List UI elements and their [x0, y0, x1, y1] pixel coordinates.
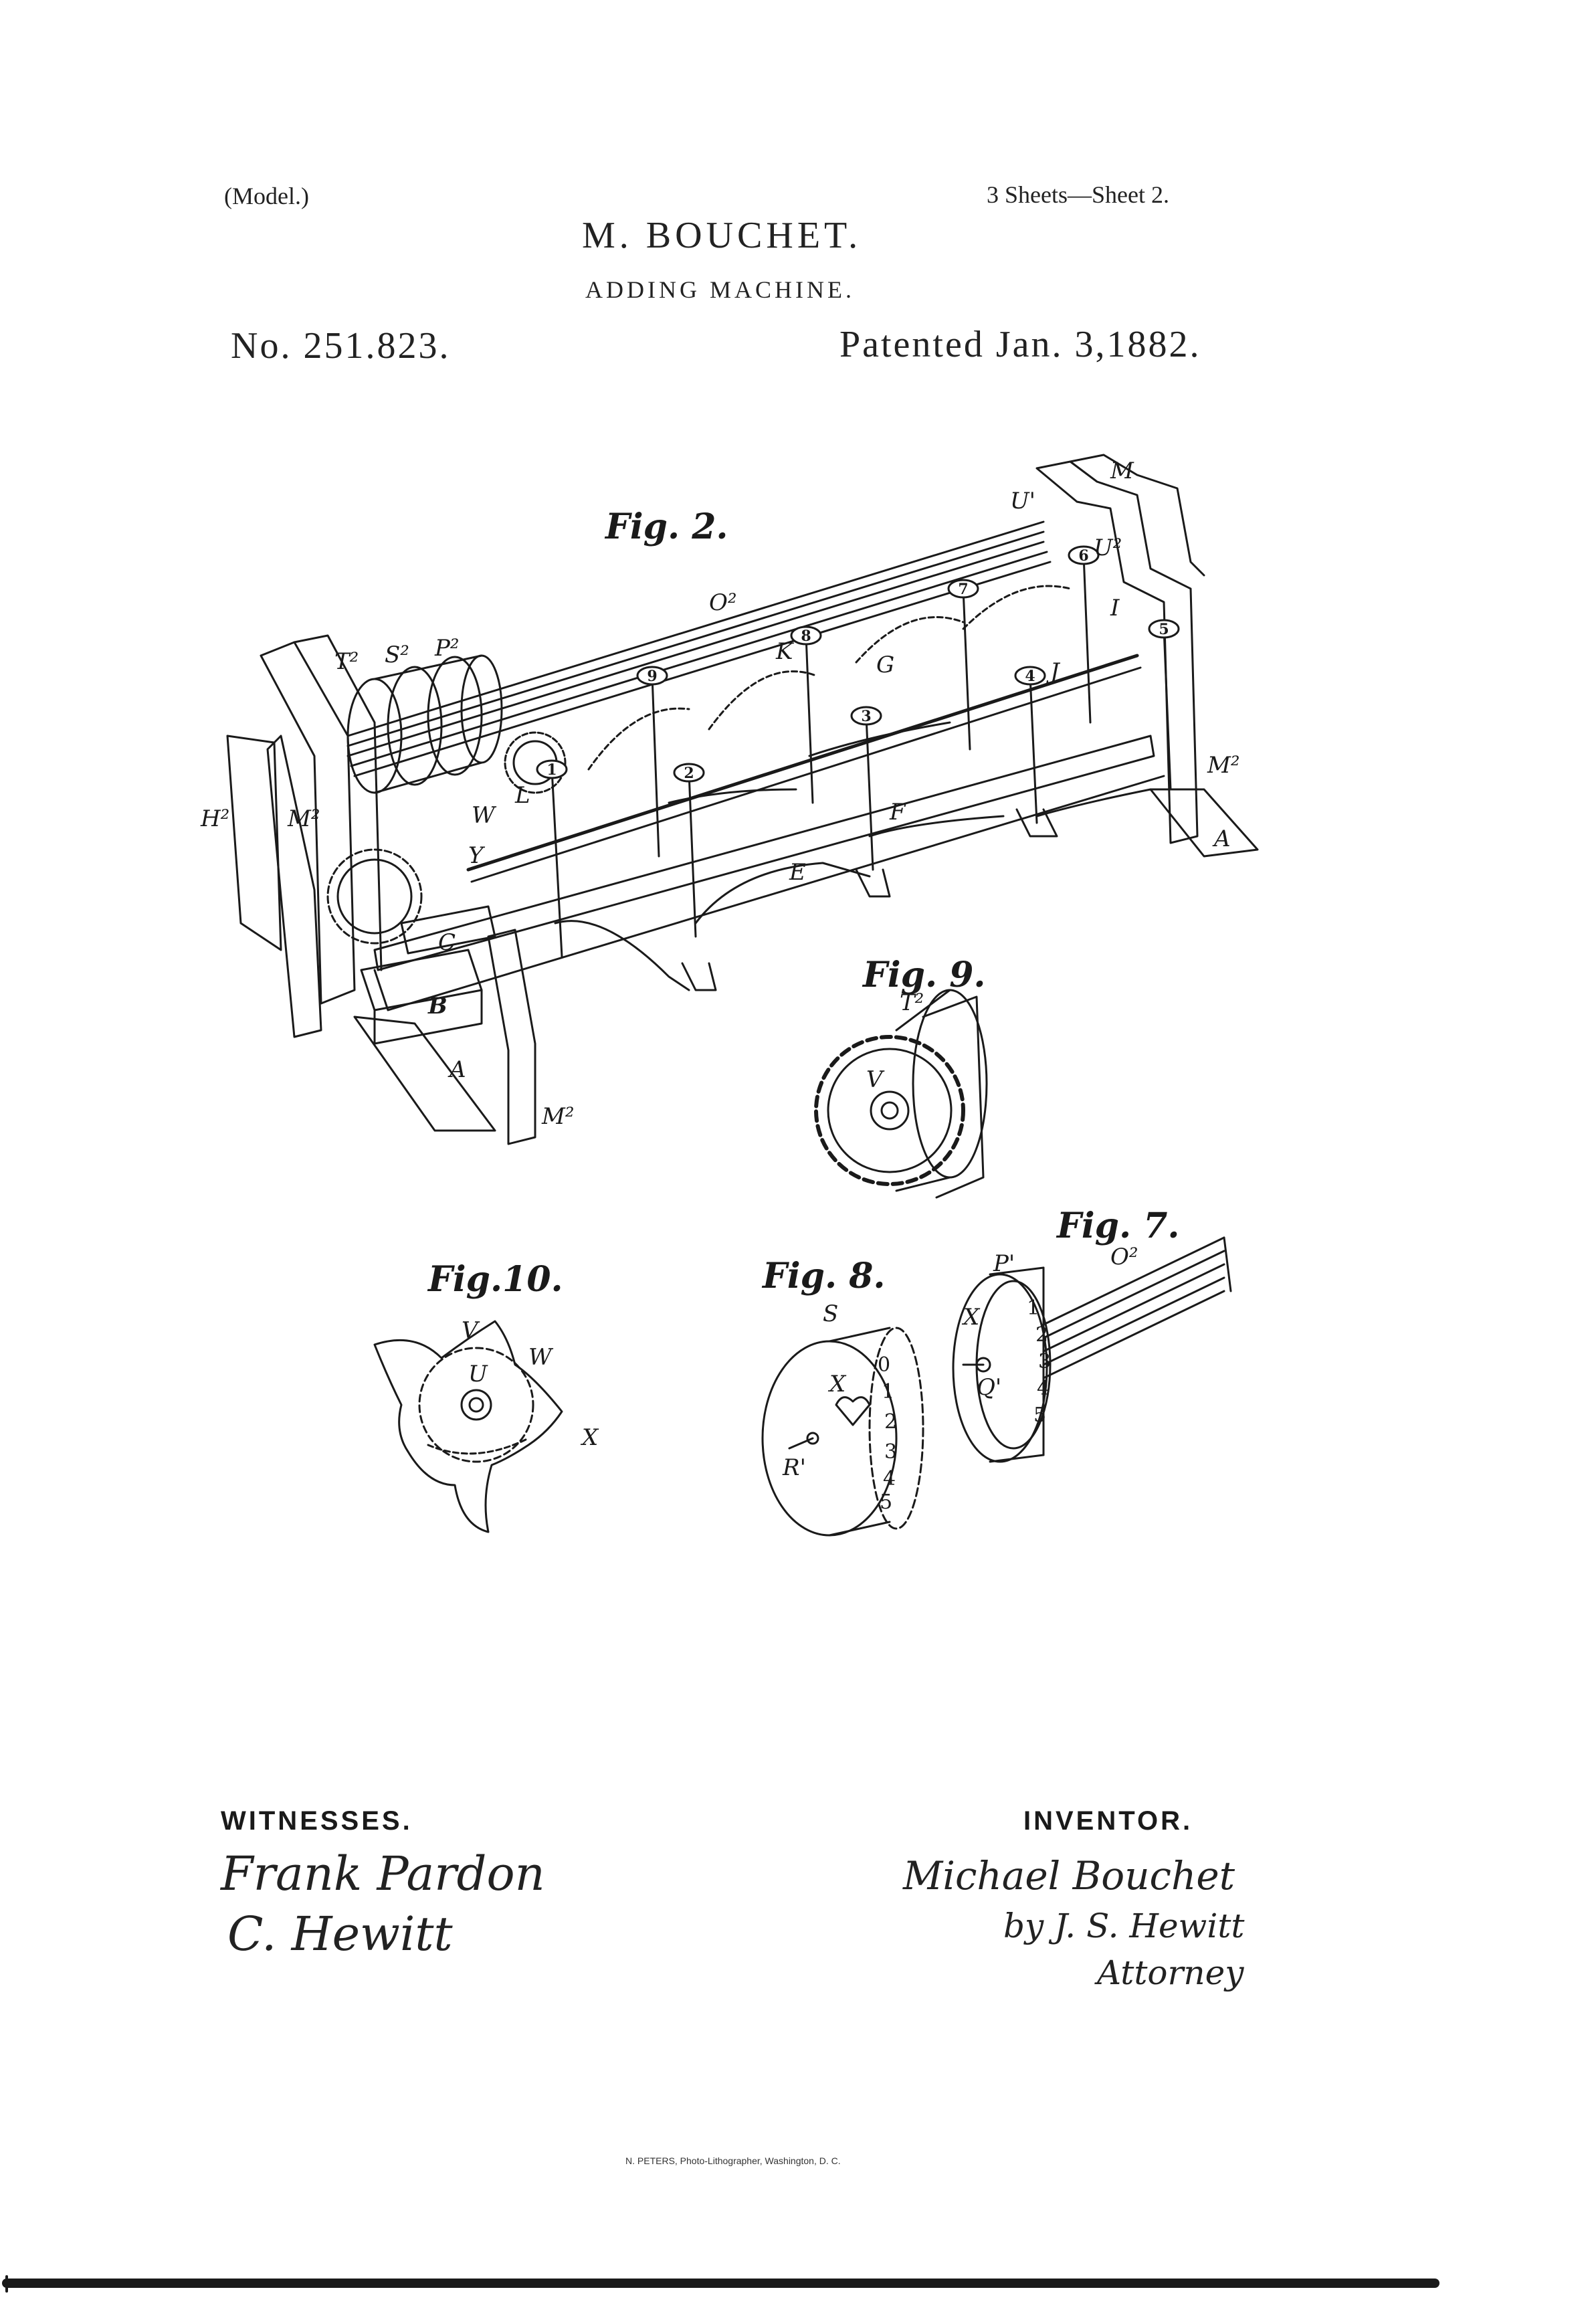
- label-L: L: [514, 782, 530, 809]
- label-A-right: A: [1212, 826, 1231, 852]
- fig7-digit: 2: [1035, 1323, 1048, 1347]
- key-number: 6: [1078, 547, 1088, 565]
- fig7-label-Q: Q': [977, 1374, 1001, 1401]
- fig7-label-O: O²: [1110, 1244, 1138, 1270]
- label-M2-bottom: M²: [541, 1103, 574, 1130]
- patent-date: Patented Jan. 3,1882.: [839, 324, 1201, 365]
- label-M: M: [1110, 458, 1134, 484]
- fig9-gear: [814, 989, 988, 1199]
- sheet-number: 3 Sheets—Sheet 2.: [987, 181, 1169, 208]
- fig7-wheel: [952, 1236, 1232, 1463]
- fig8-label-S: S: [823, 1300, 838, 1327]
- label-M2-right: M²: [1207, 752, 1239, 779]
- patent-title: ADDING MACHINE.: [585, 276, 855, 303]
- inventor-name: M. BOUCHET.: [582, 215, 862, 256]
- label-P2: P²: [434, 635, 460, 662]
- label-E: E: [789, 859, 806, 886]
- lithographer-credit: N. PETERS, Photo-Lithographer, Washingto…: [625, 2155, 841, 2166]
- label-S2: S²: [385, 642, 409, 668]
- fig8-label-R: R': [782, 1454, 806, 1481]
- label-Y: Y: [468, 842, 486, 869]
- fig8-digit: 4: [883, 1467, 896, 1490]
- key-number: 9: [647, 668, 657, 685]
- label-O2: O²: [709, 589, 737, 616]
- patent-number: No. 251.823.: [231, 325, 451, 367]
- fig10-label-V: V: [462, 1317, 480, 1344]
- fig10-label-W: W: [528, 1344, 554, 1371]
- fig7-digit: 5: [1033, 1403, 1046, 1427]
- fig10-star-cam: [373, 1320, 563, 1533]
- label-I: I: [1110, 595, 1120, 621]
- inventor-heading: INVENTOR.: [1023, 1806, 1193, 1836]
- key-number: 4: [1025, 668, 1035, 685]
- label-B: B: [427, 993, 447, 1020]
- key-number: 2: [684, 765, 694, 782]
- witness-signature-1: Frank Pardon: [221, 1846, 545, 1901]
- fig10-label-X: X: [580, 1424, 599, 1451]
- attorney-title: Attorney: [1097, 1953, 1244, 1992]
- key-number: 5: [1159, 621, 1169, 638]
- key-number: 1: [546, 761, 557, 779]
- fig8-digit: 0: [878, 1353, 890, 1377]
- witness-signature-2: C. Hewitt: [227, 1907, 453, 1961]
- inventor-signature: Michael Bouchet: [903, 1853, 1235, 1899]
- fig7-digit: 3: [1038, 1350, 1051, 1373]
- fig7-label-P: P': [993, 1250, 1015, 1277]
- label-U2: U²: [1094, 535, 1122, 561]
- fig7-digit: 4: [1037, 1377, 1050, 1400]
- fig2-machine: [226, 454, 1259, 1145]
- key-number: 8: [801, 627, 811, 645]
- fig8-wheel: [761, 1327, 924, 1537]
- key-number: 7: [958, 581, 968, 598]
- fig8-digit: 1: [882, 1380, 894, 1403]
- fig7-caption: Fig. 7.: [1056, 1205, 1180, 1246]
- label-F: F: [889, 799, 906, 826]
- label-W: W: [472, 802, 497, 829]
- label-U1: U': [1010, 488, 1035, 514]
- fig8-digit: 3: [884, 1440, 897, 1464]
- fig8-digit: 5: [880, 1490, 892, 1514]
- model-note: (Model.): [224, 183, 309, 209]
- fig8-digit: 2: [884, 1410, 897, 1434]
- label-H2: H²: [200, 805, 229, 832]
- fig7-label-X: X: [961, 1304, 981, 1331]
- label-T2: T²: [334, 648, 359, 675]
- fig8-label-X: X: [827, 1371, 847, 1397]
- label-J: J: [1046, 658, 1061, 685]
- attorney-by-line: by J. S. Hewitt: [1003, 1907, 1245, 1945]
- label-M2-left: M²: [287, 805, 320, 832]
- fig10-label-U: U: [468, 1361, 488, 1387]
- fig9-caption: Fig. 9.: [862, 955, 986, 995]
- label-A-left: A: [447, 1056, 466, 1083]
- fig2-caption: Fig. 2.: [604, 506, 728, 547]
- fig9-label-V: V: [866, 1066, 885, 1093]
- label-G: G: [876, 652, 894, 678]
- fig8-caption: Fig. 8.: [761, 1256, 886, 1296]
- fig7-digit: 1: [1027, 1296, 1039, 1320]
- fig9-label-T: T²: [900, 989, 924, 1016]
- label-C: C: [438, 929, 456, 956]
- fig10-caption: Fig.10.: [427, 1259, 563, 1300]
- witnesses-heading: WITNESSES.: [221, 1806, 413, 1836]
- label-K: K: [775, 638, 795, 665]
- key-number: 3: [861, 708, 871, 725]
